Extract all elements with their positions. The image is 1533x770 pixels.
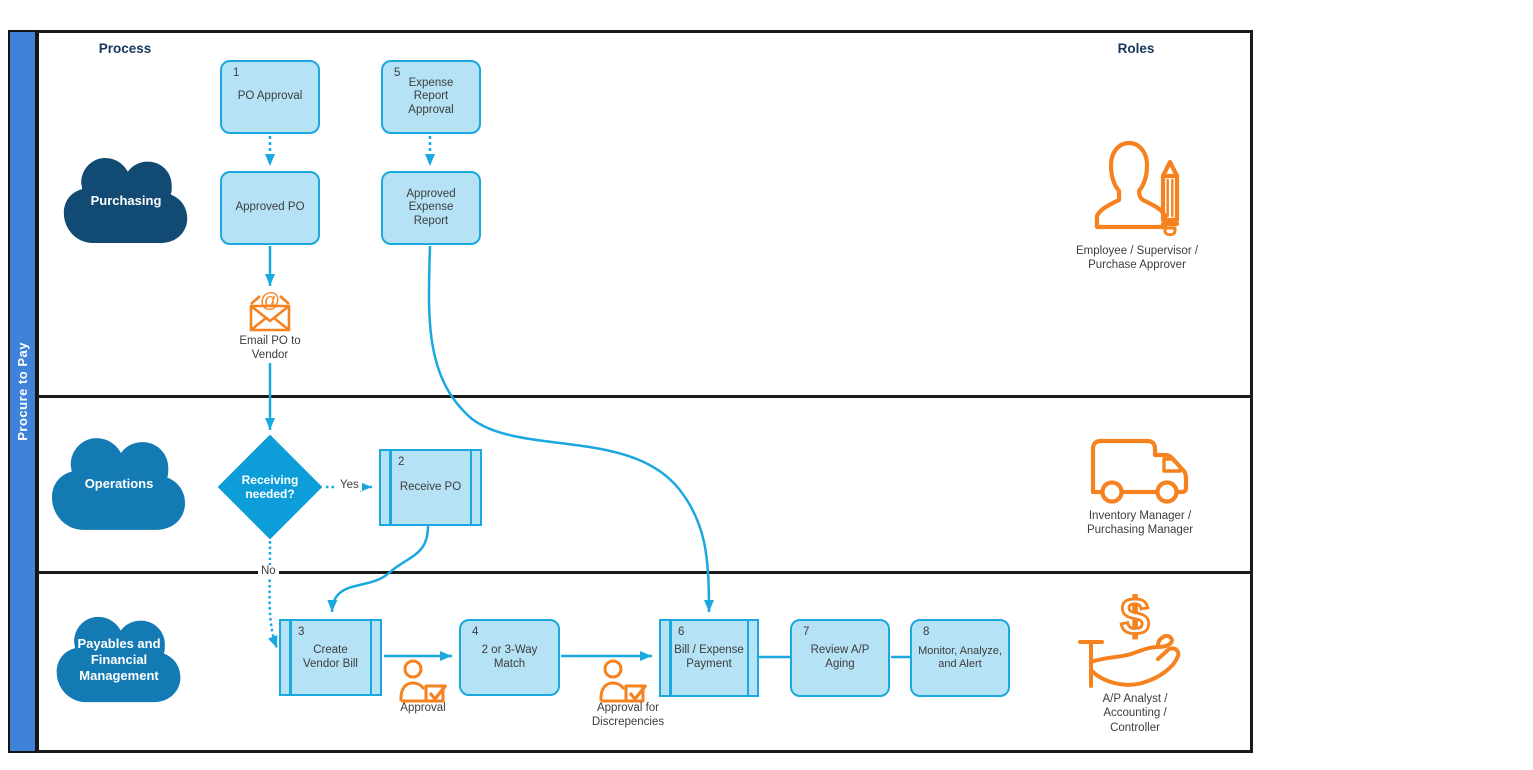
- step-label: Approved Expense Report: [406, 187, 456, 227]
- decision-receiving-needed: Receiving needed?: [217, 434, 323, 540]
- approval-person-icon: [398, 658, 450, 704]
- lane-divider-2: [36, 571, 1253, 574]
- lane-label-payables: Payables and Financial Management: [50, 616, 188, 704]
- step-monitor-analyze-alert: 8 Monitor, Analyze, and Alert: [910, 619, 1010, 697]
- step-approved-po: Approved PO: [220, 171, 320, 245]
- step-approved-expense-report: Approved Expense Report: [381, 171, 481, 245]
- email-label: Email PO to Vendor: [239, 335, 301, 362]
- step-label: Expense Report Approval: [408, 76, 454, 116]
- lane-name: Purchasing: [90, 192, 162, 208]
- step-label: 2 or 3-Way Match: [481, 643, 538, 670]
- decision-label: Receiving needed?: [241, 472, 299, 501]
- cloud-icon: [51, 438, 186, 530]
- lane-name: Payables and Financial Management: [77, 635, 161, 684]
- step-number: 3: [298, 626, 305, 638]
- role-label-employee: Employee / Supervisor / Purchase Approve…: [1075, 245, 1199, 272]
- step-review-ap-aging: 7 Review A/P Aging: [790, 619, 890, 697]
- approval-discrepencies-label: Approval for Discrepencies: [591, 702, 665, 729]
- lane-name: Operations: [84, 476, 154, 492]
- process-header: Process: [98, 41, 152, 56]
- cloud-icon: [63, 158, 188, 244]
- step-number: 4: [472, 626, 479, 638]
- email-icon: @: [247, 288, 293, 334]
- step-number: 7: [803, 626, 810, 638]
- step-label: PO Approval: [237, 90, 303, 103]
- lane-label-purchasing: Purchasing: [62, 155, 190, 247]
- decision-yes-label: Yes: [337, 479, 362, 491]
- step-receive-po: 2 Receive PO: [379, 449, 482, 526]
- step-label: Monitor, Analyze, and Alert: [918, 645, 1002, 670]
- person-pencil-icon: [1090, 136, 1186, 240]
- hand-dollar-icon: $: [1078, 582, 1191, 690]
- lane-label-operations: Operations: [50, 437, 188, 532]
- decision-no-label: No: [258, 565, 279, 577]
- step-label: Approved PO: [235, 201, 305, 214]
- truck-icon: [1086, 434, 1194, 508]
- at-glyph: @: [260, 290, 280, 312]
- roles-header: Roles: [1117, 41, 1155, 56]
- step-number: 1: [233, 67, 240, 79]
- step-create-vendor-bill: 3 Create Vendor Bill: [279, 619, 382, 696]
- step-bill-expense-payment: 6 Bill / Expense Payment: [659, 619, 759, 697]
- step-po-approval: 1 PO Approval: [220, 60, 320, 134]
- cloud-icon: [56, 616, 181, 703]
- dollar-glyph: $: [1121, 588, 1150, 646]
- step-number: 5: [394, 67, 401, 79]
- step-expense-report-approval: 5 Expense Report Approval: [381, 60, 481, 134]
- step-label: Create Vendor Bill: [303, 643, 358, 670]
- step-label: Receive PO: [399, 480, 462, 493]
- approval-discrepencies-person-icon: [598, 658, 650, 704]
- diagram-title-bar: Procure to Pay: [8, 30, 37, 753]
- role-label-ap-analyst: A/P Analyst / Accounting / Controller: [1102, 693, 1168, 734]
- step-2-or-3-way-match: 4 2 or 3-Way Match: [459, 619, 560, 696]
- step-label: Bill / Expense Payment: [674, 644, 744, 670]
- approval-label: Approval: [400, 702, 446, 714]
- step-number: 2: [398, 456, 405, 468]
- diagram-title: Procure to Pay: [15, 342, 30, 441]
- role-label-inventory: Inventory Manager / Purchasing Manager: [1086, 510, 1194, 537]
- step-number: 6: [678, 626, 685, 638]
- diagram-frame: [36, 30, 1253, 753]
- step-label: Review A/P Aging: [810, 644, 870, 670]
- lane-divider-1: [36, 395, 1253, 398]
- step-number: 8: [923, 626, 930, 638]
